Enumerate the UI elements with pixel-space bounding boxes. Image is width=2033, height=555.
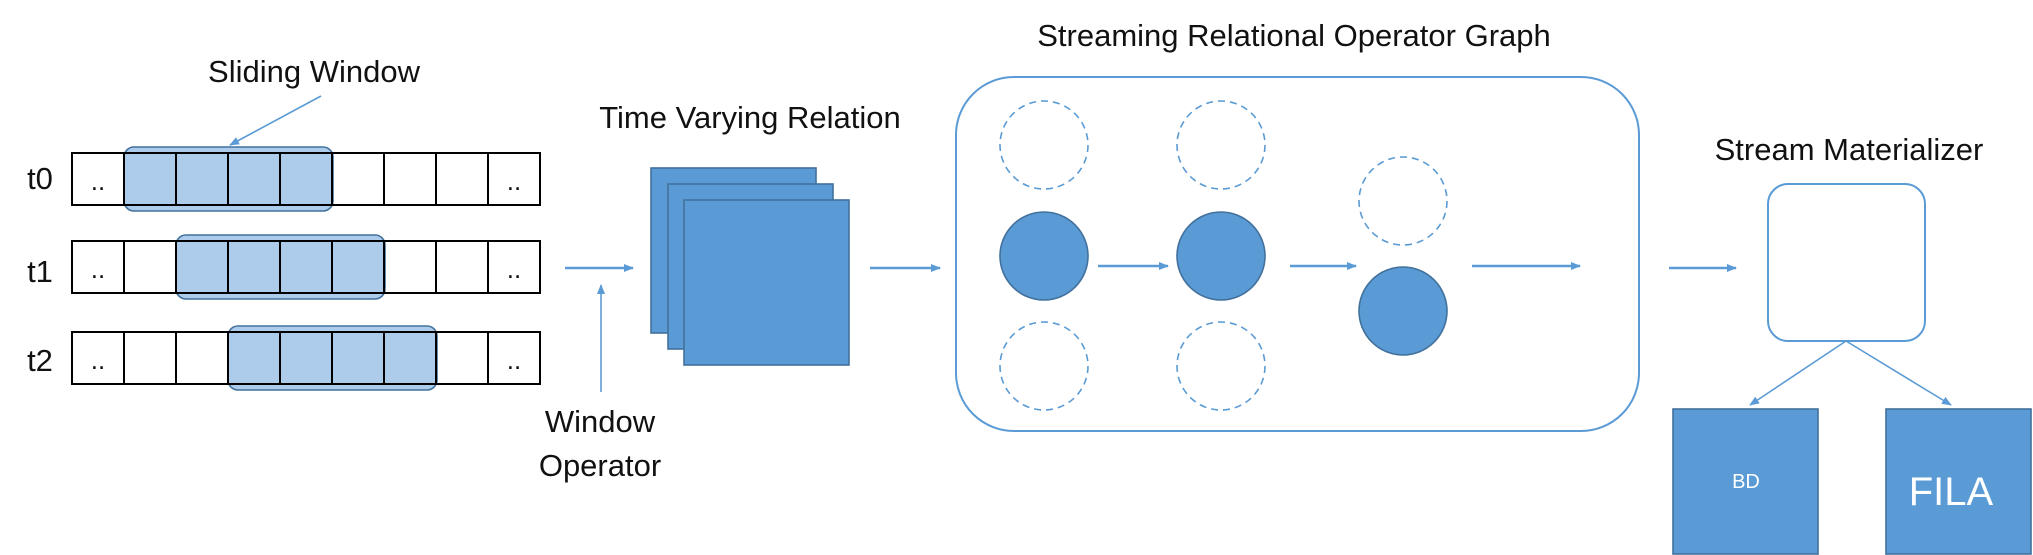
inactive-operator-node [1358, 156, 1448, 246]
time-varying-relation-label: Time Varying Relation [599, 100, 901, 135]
output-box-fila [1885, 408, 2032, 555]
cell-ellipsis-right: .. [507, 254, 521, 284]
sliding-window-pointer [229, 95, 322, 146]
inactive-operator-node [1176, 100, 1266, 190]
operator-graph-container [955, 76, 1640, 432]
materializer-to-fila-arrow [1845, 340, 1952, 406]
row-t1: .. .. [71, 234, 541, 300]
inactive-operator-node [1176, 321, 1266, 411]
row-frame [71, 331, 541, 385]
window-operator-label-line1: Window [545, 404, 656, 439]
row-frame [71, 240, 541, 294]
output-label-fila: FILA [1909, 470, 1994, 514]
output-label-bd: BD [1732, 471, 1760, 493]
cell-ellipsis-right: .. [507, 166, 521, 196]
stream-materializer-label: Stream Materializer [1715, 132, 1984, 167]
cell-ellipsis-right: .. [507, 345, 521, 375]
row-time-label-t2: t2 [27, 343, 53, 378]
operator-graph-label: Streaming Relational Operator Graph [1037, 18, 1550, 53]
stream-materializer-box [1767, 183, 1926, 342]
row-time-label-t1: t1 [27, 254, 53, 289]
window-operator-label-line2: Operator [539, 448, 661, 483]
time-rows: t0 .. .. t1 .. [27, 146, 541, 391]
row-t0: .. .. [71, 146, 541, 212]
materializer-to-bd-arrow [1749, 340, 1847, 406]
relation-frame-front [683, 199, 850, 366]
active-operator-node [1176, 211, 1266, 301]
inactive-operator-node [999, 100, 1089, 190]
cell-ellipsis-left: .. [91, 254, 105, 284]
row-frame [71, 152, 541, 206]
output-box-bd [1672, 408, 1819, 555]
cell-ellipsis-left: .. [91, 166, 105, 196]
active-operator-node [999, 211, 1089, 301]
relation-stack [650, 167, 850, 366]
cell-ellipsis-left: .. [91, 345, 105, 375]
inactive-operator-node [999, 321, 1089, 411]
sliding-window-label: Sliding Window [208, 54, 421, 89]
active-operator-node [1358, 266, 1448, 356]
row-time-label-t0: t0 [27, 161, 53, 196]
row-t2: .. .. [71, 325, 541, 391]
